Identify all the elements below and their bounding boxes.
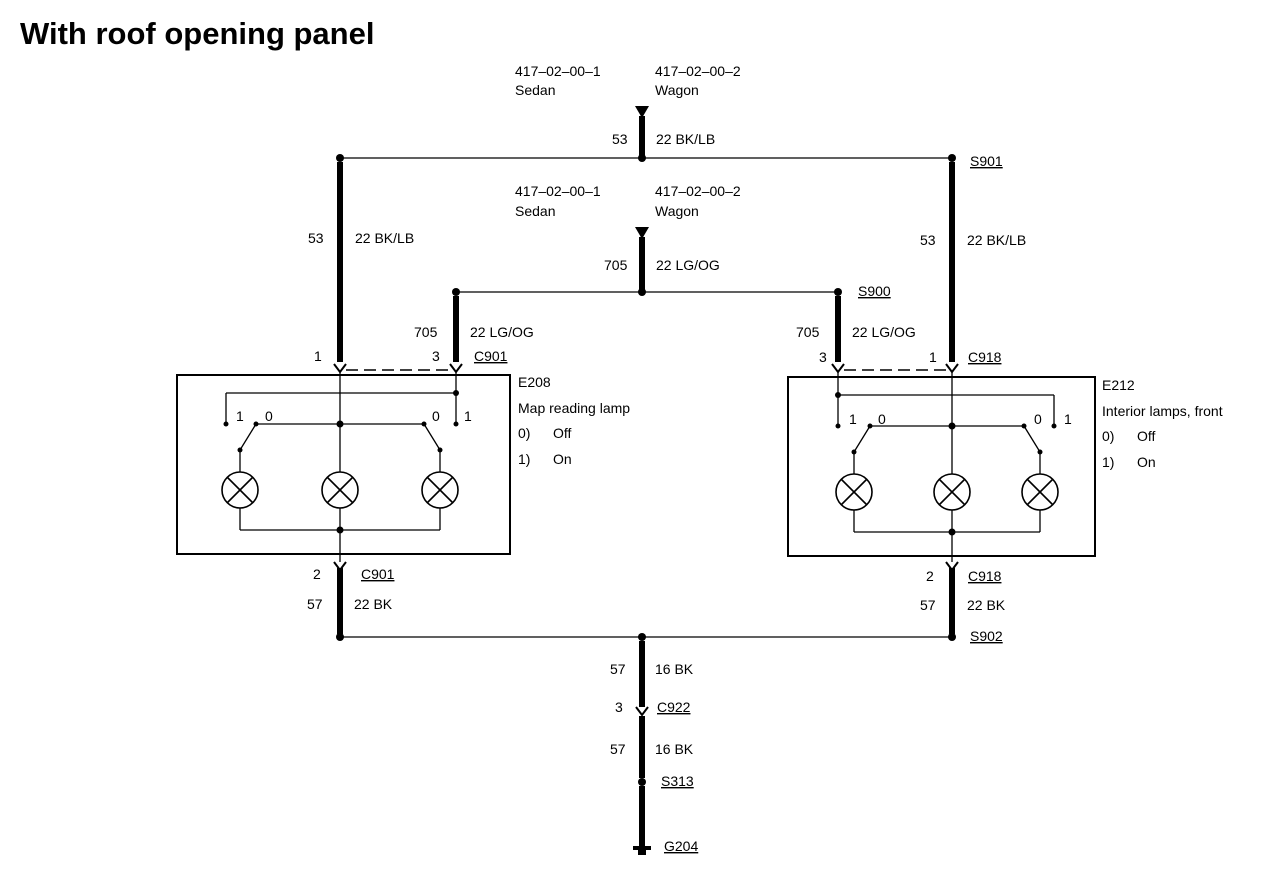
e212-state-off-label: Off bbox=[1137, 428, 1156, 444]
wire-53-left-spec: 22 BK/LB bbox=[355, 230, 414, 246]
wire-53-top-spec: 22 BK/LB bbox=[656, 131, 715, 147]
c918-bottom-pin: 2 bbox=[926, 568, 934, 584]
lamp-icon bbox=[221, 471, 259, 509]
splice-dot-icon bbox=[336, 633, 344, 641]
e212-sw-right-0: 0 bbox=[1034, 411, 1042, 427]
splice-s901: S901 bbox=[970, 153, 1003, 169]
splice-dot-icon bbox=[948, 154, 956, 162]
e208-box bbox=[176, 374, 511, 555]
e212-sw-right-1: 1 bbox=[1064, 411, 1072, 427]
e208-state-on-num: 1) bbox=[518, 451, 530, 467]
wire-53-top-circuit: 53 bbox=[612, 131, 628, 147]
c918-top-pin-3: 3 bbox=[819, 349, 827, 365]
ground-icon bbox=[633, 846, 651, 855]
c901-top-pin-3: 3 bbox=[432, 348, 440, 364]
lamp-icon bbox=[1021, 473, 1059, 511]
e208-sw-left-1: 1 bbox=[236, 408, 244, 424]
ref-mid-right-code: 417–02–00–2 bbox=[655, 183, 741, 199]
connector-arrow-icon bbox=[635, 106, 649, 118]
lamp-icon bbox=[835, 473, 873, 511]
e208-circuit bbox=[223, 372, 459, 534]
connector-arrow-icon bbox=[635, 227, 649, 239]
wire-57-center-upper-spec: 16 BK bbox=[655, 661, 694, 677]
lamp-icon bbox=[421, 471, 459, 509]
splice-s900: S900 bbox=[858, 283, 891, 299]
e208-name: Map reading lamp bbox=[518, 400, 630, 416]
connector-arrow-icon bbox=[945, 363, 959, 374]
splice-s313: S313 bbox=[661, 773, 694, 789]
wire-53-right-spec: 22 BK/LB bbox=[967, 232, 1026, 248]
connector-arrow-icon bbox=[831, 363, 845, 374]
ref-top-right-code: 417–02–00–2 bbox=[655, 63, 741, 79]
wire-57-left-spec: 22 BK bbox=[354, 596, 393, 612]
e208-sw-right-1: 1 bbox=[464, 408, 472, 424]
c918-top-name: C918 bbox=[968, 349, 1002, 365]
connector-arrow-icon bbox=[635, 706, 649, 717]
splice-dot-icon bbox=[452, 288, 460, 296]
wire-705-right-spec: 22 LG/OG bbox=[852, 324, 916, 340]
wire-705-right-circuit: 705 bbox=[796, 324, 820, 340]
connector-arrow-icon bbox=[449, 363, 463, 374]
splice-dot-icon bbox=[834, 288, 842, 296]
wire-57-left-circuit: 57 bbox=[307, 596, 323, 612]
e212-sw-left-1: 1 bbox=[849, 411, 857, 427]
e208-sw-right-0: 0 bbox=[432, 408, 440, 424]
c901-top-name: C901 bbox=[474, 348, 508, 364]
splice-dot-icon bbox=[638, 778, 646, 786]
e212-circuit bbox=[835, 372, 1057, 536]
e212-state-on-num: 1) bbox=[1102, 454, 1114, 470]
connector-arrow-icon bbox=[333, 363, 347, 374]
e208-sw-left-0: 0 bbox=[265, 408, 273, 424]
splice-dot-icon bbox=[638, 288, 646, 296]
e208-state-off-num: 0) bbox=[518, 425, 530, 441]
c901-top-pin-1: 1 bbox=[314, 348, 322, 364]
e208-id: E208 bbox=[518, 374, 551, 390]
diagram-title: With roof opening panel bbox=[20, 16, 374, 51]
ref-mid-left-body: Sedan bbox=[515, 203, 555, 219]
c918-top-pin-1: 1 bbox=[929, 349, 937, 365]
c922-name: C922 bbox=[657, 699, 691, 715]
splice-dot-icon bbox=[336, 154, 344, 162]
e212-state-off-num: 0) bbox=[1102, 428, 1114, 444]
c918-bottom-name: C918 bbox=[968, 568, 1002, 584]
wire-53-left-circuit: 53 bbox=[308, 230, 324, 246]
e212-name: Interior lamps, front bbox=[1102, 403, 1223, 419]
splice-s902: S902 bbox=[970, 628, 1003, 644]
c901-bottom-pin: 2 bbox=[313, 566, 321, 582]
wire-705-mid-spec: 22 LG/OG bbox=[656, 257, 720, 273]
c901-bottom-name: C901 bbox=[361, 566, 395, 582]
ref-top-left-body: Sedan bbox=[515, 82, 555, 98]
wire-705-left-circuit: 705 bbox=[414, 324, 438, 340]
splice-dot-icon bbox=[948, 633, 956, 641]
wire-57-center-upper-circuit: 57 bbox=[610, 661, 626, 677]
ref-top-right-body: Wagon bbox=[655, 82, 699, 98]
splice-dot-icon bbox=[638, 154, 646, 162]
wire-57-right-spec: 22 BK bbox=[967, 597, 1006, 613]
wire-57-right-circuit: 57 bbox=[920, 597, 936, 613]
e212-id: E212 bbox=[1102, 377, 1135, 393]
e208-state-off-label: Off bbox=[553, 425, 572, 441]
wire-705-left-spec: 22 LG/OG bbox=[470, 324, 534, 340]
lamp-icon bbox=[933, 473, 971, 511]
ref-mid-left-code: 417–02–00–1 bbox=[515, 183, 601, 199]
lamp-icon bbox=[321, 471, 359, 509]
ref-top-left-code: 417–02–00–1 bbox=[515, 63, 601, 79]
wire-57-center-lower-spec: 16 BK bbox=[655, 741, 694, 757]
c922-pin: 3 bbox=[615, 699, 623, 715]
e208-state-on-label: On bbox=[553, 451, 572, 467]
e212-box bbox=[787, 376, 1096, 557]
wire-53-right-circuit: 53 bbox=[920, 232, 936, 248]
splice-dot-icon bbox=[638, 633, 646, 641]
ref-mid-right-body: Wagon bbox=[655, 203, 699, 219]
wire-705-mid-circuit: 705 bbox=[604, 257, 628, 273]
wire-57-center-lower-circuit: 57 bbox=[610, 741, 626, 757]
ground-g204: G204 bbox=[664, 838, 698, 854]
e212-state-on-label: On bbox=[1137, 454, 1156, 470]
e212-sw-left-0: 0 bbox=[878, 411, 886, 427]
